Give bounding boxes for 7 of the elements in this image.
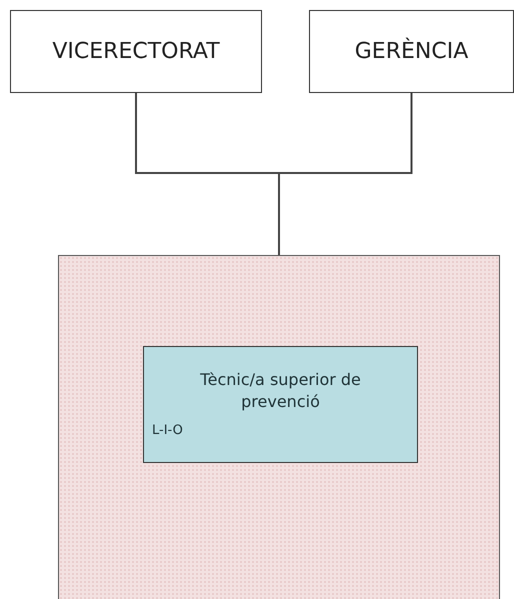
connector-line	[278, 93, 412, 255]
position-box	[143, 346, 418, 463]
position-code: L-I-O	[152, 423, 183, 438]
department-area	[58, 255, 500, 599]
position-title: Tècnic/a superior de prevenció	[199, 369, 362, 413]
unit-box: VICERECTORAT	[10, 10, 262, 93]
unit-box: GERÈNCIA	[309, 10, 514, 93]
